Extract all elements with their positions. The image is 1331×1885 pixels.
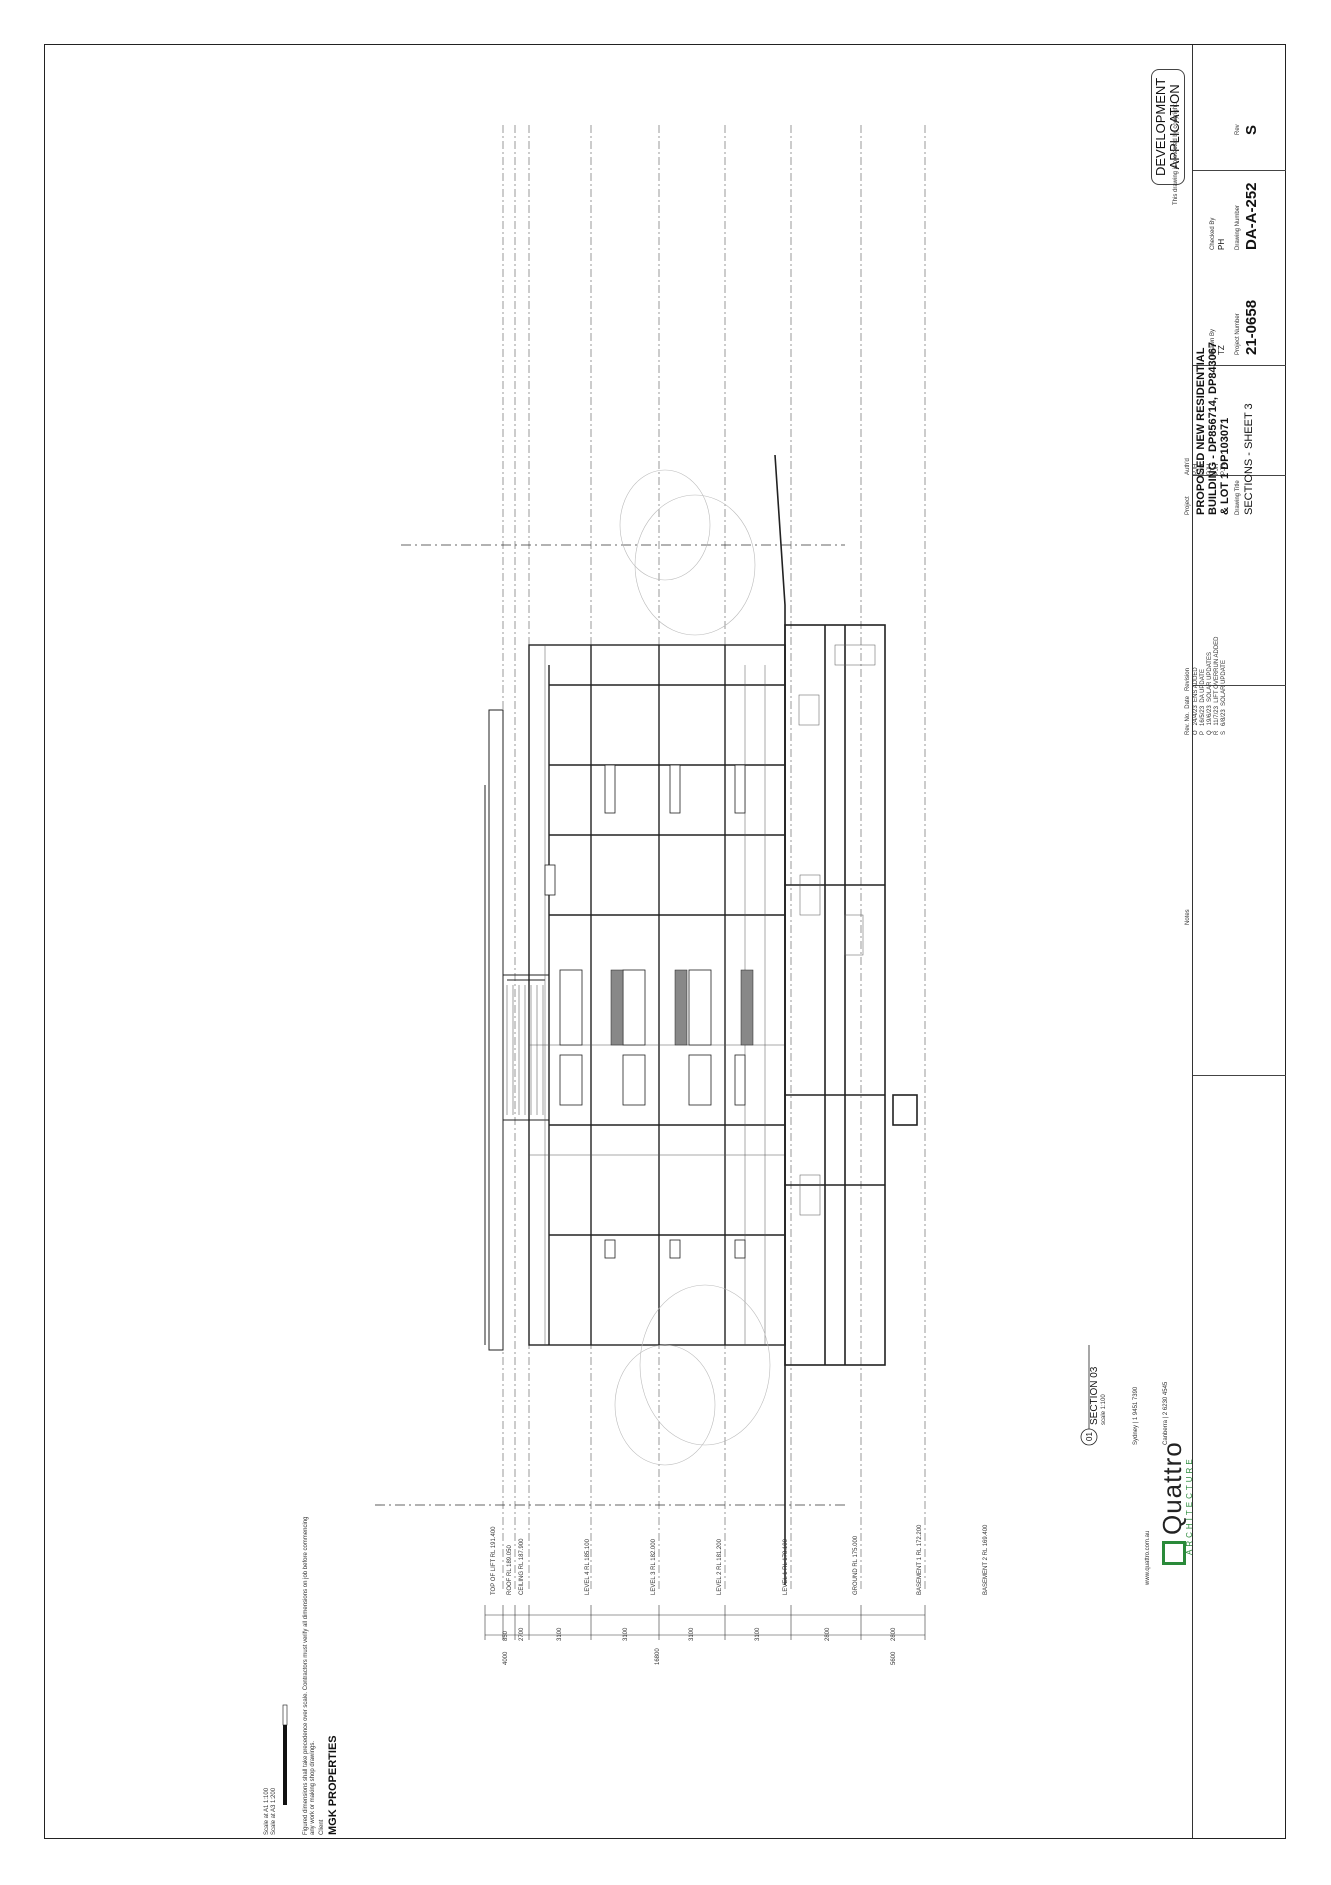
firm-web: www.quattro.com.au [1145, 1530, 1151, 1585]
site-boundary [375, 544, 845, 1506]
dim-16800: 16800 [655, 1648, 661, 1665]
dim-2700: 2700 [519, 1627, 525, 1641]
roof-structure [484, 709, 550, 1351]
scale-a1: Scale at A1 1:100 [264, 1787, 270, 1835]
level-label-level-3: LEVEL 3 RL 182.000 [651, 1539, 657, 1595]
rev-auth-q: PJH [1207, 463, 1213, 475]
dim-3100-b: 3100 [623, 1627, 629, 1641]
level-label-level-4: LEVEL 4 RL 185.100 [585, 1539, 591, 1595]
section-title: SECTION 03 [1089, 1366, 1100, 1425]
drawing-number: DA-A-252 [1243, 182, 1260, 250]
dimension-lines [484, 1605, 926, 1640]
firm-sydney: Sydney | 1 9451 7390 [1133, 1386, 1139, 1445]
level-datum-lines [502, 125, 926, 1590]
firm-logo: Quattro [1157, 1441, 1188, 1565]
drawing-sheet: TOP OF LIFT RL 191.400 ROOF RL 189.050 C… [44, 44, 1286, 1839]
dim-2800-a: 2800 [825, 1627, 831, 1641]
project-number: 21-0658 [1243, 299, 1260, 355]
level-label-basement-2: BASEMENT 2 RL 169.400 [983, 1524, 989, 1595]
drawing-title: SECTIONS - SHEET 3 [1243, 403, 1255, 515]
scale-a3: Scale at A3 1:200 [271, 1787, 277, 1835]
checked-by-label: Checked By [1210, 217, 1216, 250]
da-stamp: DEVELOPMENT APPLICATION [1151, 68, 1185, 185]
basement-structure [784, 624, 918, 1366]
drawing-number-label: Drawing Number [1235, 204, 1241, 250]
rev-label: Rev [1235, 124, 1241, 135]
level-label-top-of-lift: TOP OF LIFT RL 191.400 [491, 1526, 497, 1596]
project-line1: PROPOSED NEW RESIDENTIAL [1195, 347, 1207, 515]
section-scale: scale 1:100 [1101, 1394, 1107, 1425]
dim-3100-d: 3100 [755, 1627, 761, 1641]
stamp-line1: DEVELOPMENT [1153, 77, 1168, 176]
rev-header: Rev. No. Date Revision [1185, 668, 1191, 735]
firm-logo-mark [1162, 1541, 1187, 1565]
landscape-trees [614, 469, 771, 1466]
scale-bar [282, 1704, 288, 1805]
rev-auth-r: PJH [1214, 463, 1220, 475]
dim-3100-c: 3100 [689, 1627, 695, 1641]
building-floors [528, 644, 786, 1346]
drawing-title-label: Drawing Title [1235, 480, 1241, 515]
project-number-label: Project Number [1235, 313, 1241, 355]
ground-line [774, 454, 786, 1585]
section-drawing [282, 125, 1098, 1805]
rev-auth-o: PJH [1193, 463, 1199, 475]
rev-row-q: Q 19/6/23 SOLAR UPDATES [1207, 652, 1213, 735]
project-label: Project [1185, 496, 1191, 515]
level-label-basement-1: BASEMENT 1 RL 172.200 [917, 1524, 923, 1595]
roof-louvres [506, 985, 544, 1115]
level-label-roof: ROOF RL 189.050 [507, 1545, 513, 1595]
rev-row-r: R 11/7/23 LIFT OVERRUN ADDED [1214, 636, 1220, 735]
rev-row-s: S 6/8/23 SOLAR UPDATE [1221, 660, 1227, 735]
title-block [1192, 45, 1286, 1838]
level-label-level-1: LEVEL 1 RL 178.100 [783, 1539, 789, 1595]
firm-canberra: Canberra | 2 6230 4545 [1163, 1381, 1169, 1445]
windows [544, 764, 746, 1259]
dim-3100-a: 3100 [557, 1627, 563, 1641]
rev-row-o: O 24/4/23 ENS ADDED [1193, 667, 1199, 735]
level-label-ceiling: CEILING RL 187.900 [519, 1538, 525, 1596]
disclaimer: Figured dimensions shall take precedence… [303, 1516, 316, 1836]
basement-details [798, 644, 876, 1216]
rev-auth-p: PJH [1200, 463, 1206, 475]
notes-label: Notes [1185, 909, 1191, 925]
copyright: This drawing is protected by copyright. [1173, 102, 1179, 205]
project-line2: BUILDING - DP856714, DP843067 [1207, 341, 1219, 515]
dim-4000: 4000 [503, 1651, 509, 1665]
client-name: MGK PROPERTIES [327, 1735, 339, 1835]
level-label-level-2: LEVEL 2 RL 181.200 [717, 1539, 723, 1595]
client-label: Client [319, 1819, 325, 1835]
checked-by: PH [1217, 238, 1226, 250]
section-number: 01 [1085, 1432, 1094, 1441]
level-label-ground: GROUND RL 175.000 [853, 1535, 859, 1595]
louvre-screens [610, 969, 754, 1046]
dim-850: 850 [503, 1630, 509, 1641]
dim-2800-b: 2800 [891, 1627, 897, 1641]
section-marker [1080, 1345, 1098, 1446]
dim-5600: 5600 [891, 1651, 897, 1665]
rev-row-p: P 16/5/23 DA UPDATE [1200, 669, 1206, 735]
rev-header-auth: Auth'd [1185, 458, 1191, 475]
rev-value: S [1243, 124, 1260, 135]
rev-auth-s: PJH [1221, 463, 1227, 475]
